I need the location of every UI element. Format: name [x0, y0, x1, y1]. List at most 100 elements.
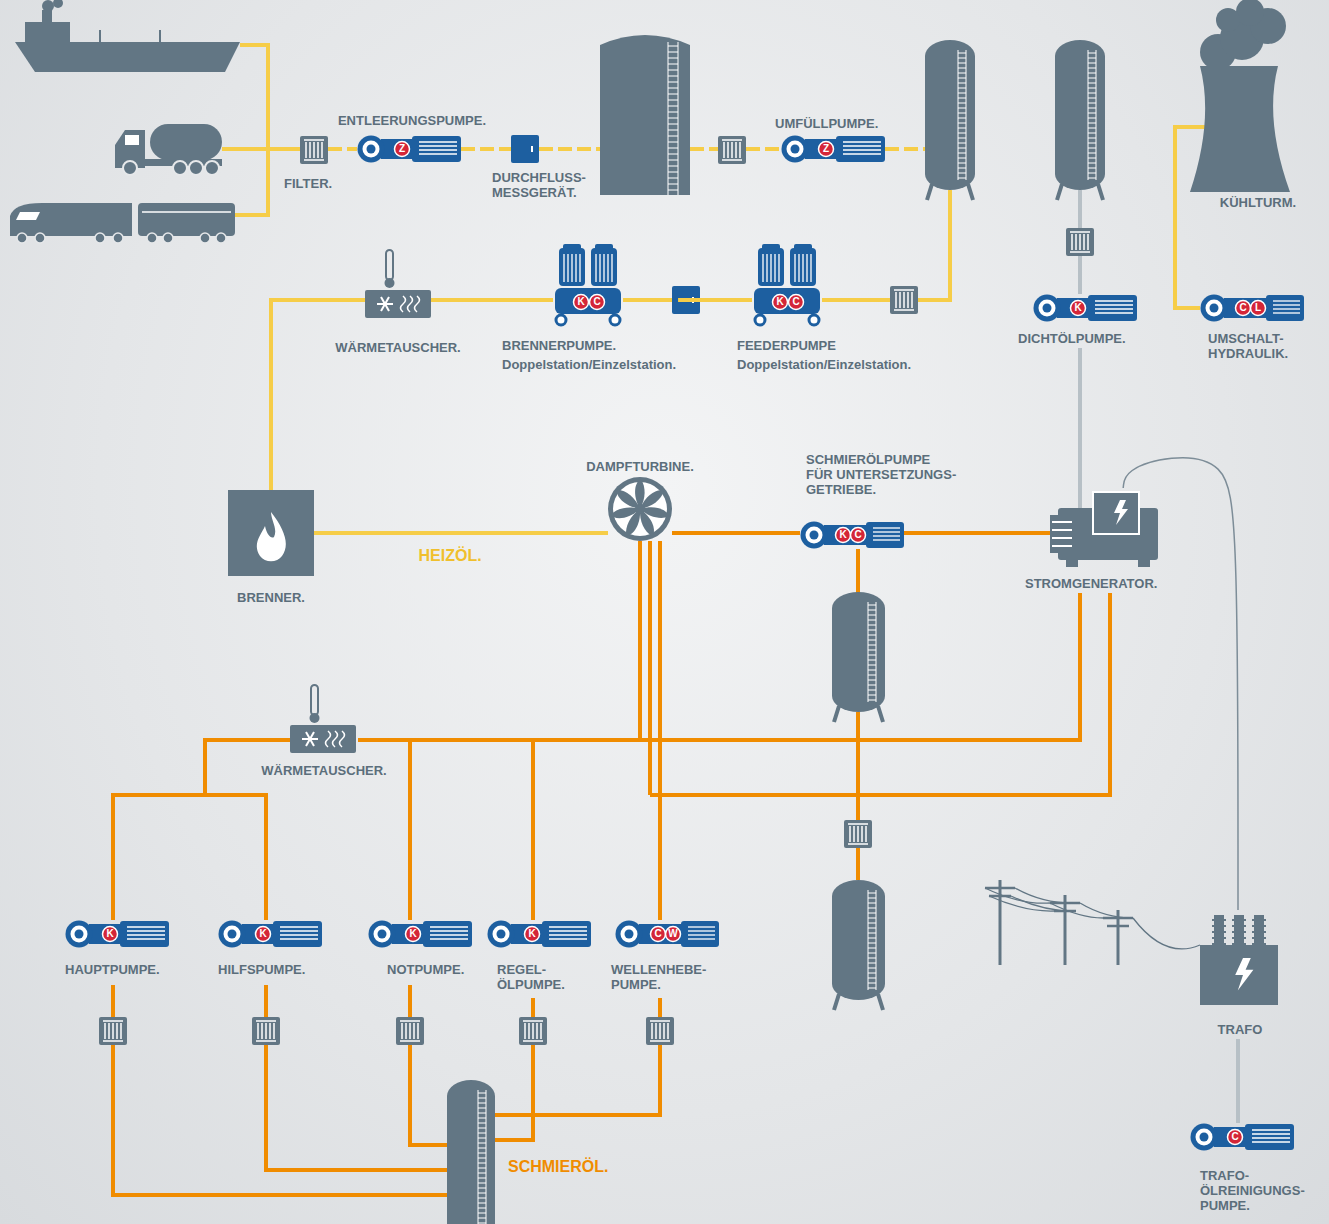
icon-part [478, 1208, 486, 1209]
icon-part [754, 288, 820, 314]
icon-part [690, 147, 718, 151]
icon-part [103, 927, 118, 942]
icon-part [868, 680, 876, 681]
icon-part [1088, 103, 1096, 104]
icon-part [805, 139, 838, 159]
icon-part [95, 233, 105, 243]
icon-part [478, 1193, 486, 1194]
icon-part [358, 598, 1080, 740]
icon-part [266, 985, 447, 1170]
icon-part [269, 1023, 271, 1039]
icon-part [123, 161, 137, 175]
icon-part [369, 921, 396, 948]
icon-part [958, 148, 966, 149]
equipment-label: STROMGENERATOR. [1025, 576, 1157, 591]
icon-part [668, 190, 678, 191]
icon-part [1066, 228, 1094, 256]
icon-part [531, 146, 533, 152]
icon-part [300, 136, 328, 164]
icon-part [868, 908, 876, 909]
icon-part [539, 147, 600, 151]
icon-part [478, 1203, 486, 1204]
icon-part [311, 685, 318, 715]
pipe-connector [389, 740, 410, 918]
icon-part [688, 938, 715, 939]
icon-part [430, 930, 468, 931]
icon-part [99, 30, 101, 42]
icon-part [1088, 50, 1089, 180]
icon-part [681, 921, 719, 947]
icon-part [549, 934, 587, 935]
icon-part [257, 1023, 259, 1039]
icon-part [1088, 113, 1096, 114]
icon-part [868, 978, 876, 979]
icon-part [478, 1183, 486, 1184]
icon-part [113, 233, 123, 243]
equipment-label: HAUPTPUMPE. [65, 962, 160, 977]
icon-part [103, 1040, 123, 1042]
icon-part [1232, 919, 1246, 921]
icon-part [755, 315, 765, 325]
icon-part [328, 147, 357, 151]
equipment-label: UMFÜLLPUMPE. [775, 116, 878, 131]
icon-part [958, 78, 966, 79]
equipment-label: WELLENHEBE- PUMPE. [611, 962, 721, 992]
icon-part [843, 149, 881, 150]
oil-circuit-label: SCHMIERÖL. [508, 1158, 608, 1176]
equipment-node: TRAFO [1198, 910, 1282, 1039]
icon-part [1196, 1129, 1213, 1146]
icon-part [228, 930, 237, 939]
icon-part [848, 843, 868, 845]
icon-part [1088, 163, 1096, 164]
icon-part [1095, 300, 1133, 301]
icon-part [843, 145, 881, 146]
icon-part [280, 926, 318, 927]
icon-part [894, 289, 914, 291]
icon-part [478, 1113, 486, 1114]
icon-part [363, 141, 380, 158]
icon-part [958, 88, 966, 89]
icon-part [650, 1020, 670, 1022]
icon-part [478, 1103, 486, 1104]
icon-part [1011, 896, 1076, 911]
icon-part [540, 1023, 542, 1039]
icon-part [899, 292, 901, 308]
icon-part [1273, 304, 1300, 305]
icon-part [120, 1023, 122, 1039]
equipment-label: DURCHFLUSS- MESSGERÄT. [492, 170, 592, 200]
icon-part [819, 142, 834, 157]
equipment-label: Doppelstation/Einzelstation. [737, 357, 911, 372]
icon-part [836, 136, 885, 162]
pump-type-letter: W [668, 929, 677, 939]
icon-part [722, 159, 742, 161]
icon-part [787, 141, 804, 158]
icon-part [304, 159, 324, 161]
equipment-label: WÄRMETAUSCHER. [261, 763, 386, 778]
icon-part [668, 64, 678, 65]
icon-part [306, 732, 314, 746]
icon-part [1095, 312, 1133, 313]
equipment-node: BRENNER. [226, 488, 316, 607]
icon-part [958, 53, 966, 54]
icon-part [1252, 1141, 1290, 1142]
double-pump-station [754, 244, 820, 325]
heat-exchanger-symbol [290, 685, 356, 753]
icon-part [1078, 256, 1082, 294]
icon-part [958, 73, 966, 74]
pipe-connector [660, 593, 1110, 918]
icon-part [461, 147, 511, 151]
icon-part [1235, 958, 1253, 991]
icon-part [1252, 925, 1266, 927]
icon-part [150, 124, 222, 160]
icon-part [163, 233, 173, 243]
icon-part [385, 278, 395, 288]
icon-part [791, 145, 800, 154]
icon-part [666, 927, 681, 942]
icon-part [392, 924, 425, 944]
icon-part [555, 288, 621, 314]
icon-part [575, 254, 576, 282]
icon-part [1214, 1127, 1247, 1147]
icon-part [401, 1023, 403, 1039]
icon-part [447, 1080, 495, 1224]
